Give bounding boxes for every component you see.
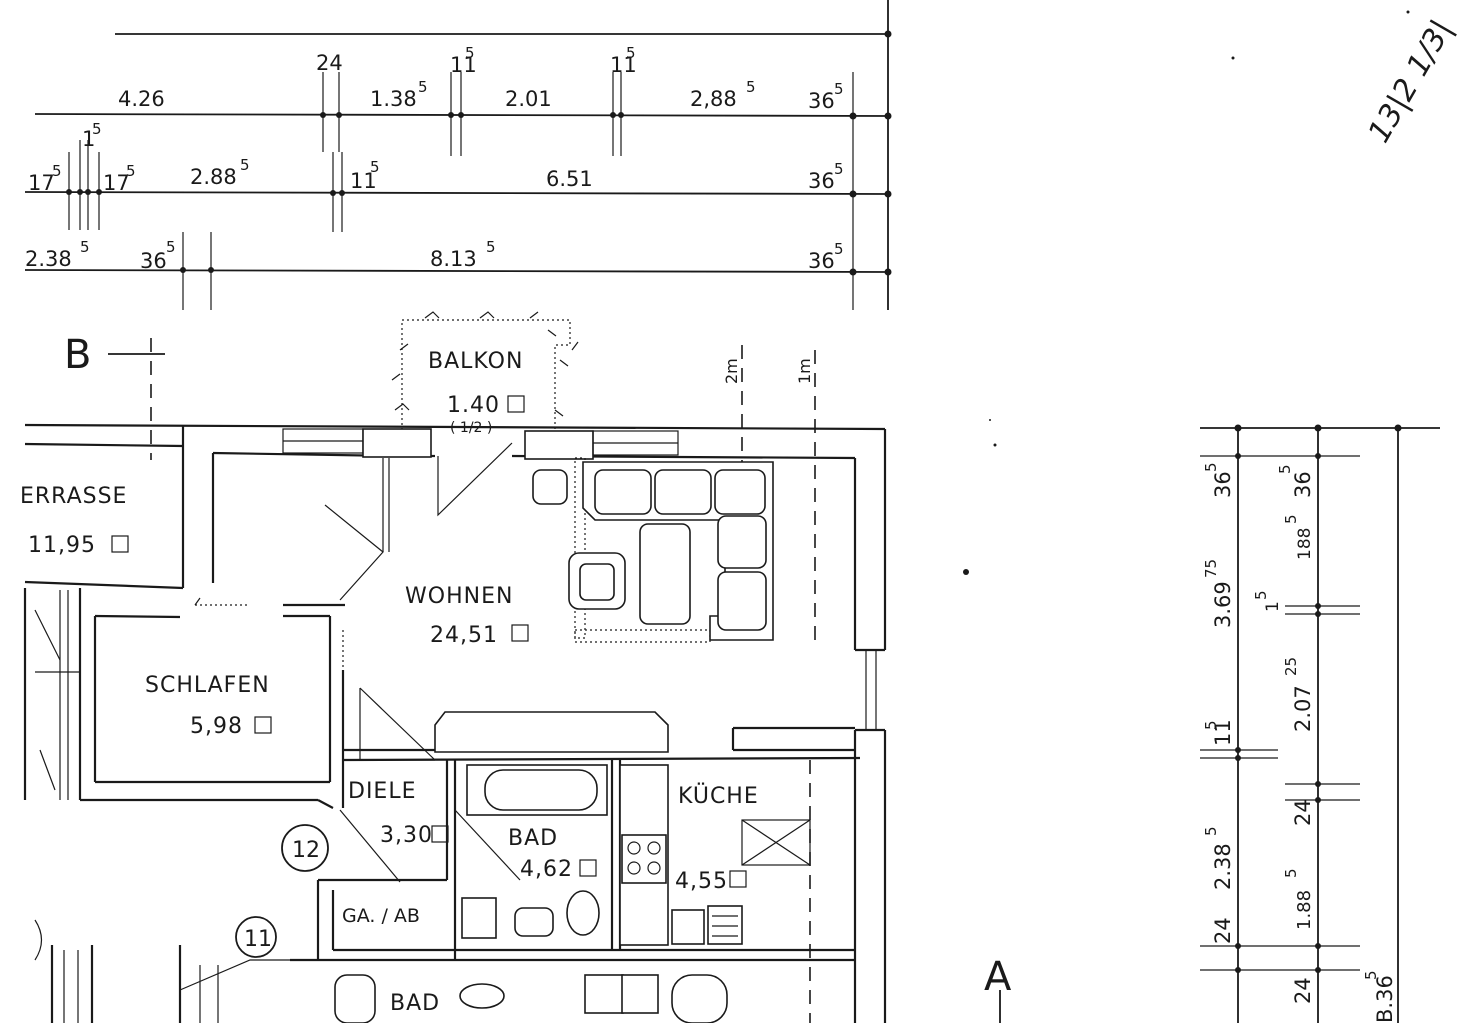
- svg-text:1m: 1m: [795, 358, 814, 384]
- svg-text:B.36: B.36: [1373, 975, 1397, 1023]
- ga-ab-label: GA. / AB: [342, 905, 420, 927]
- svg-text:5: 5: [1252, 590, 1270, 600]
- svg-text:75: 75: [1202, 559, 1220, 578]
- dim-11b: 11: [610, 53, 637, 77]
- svg-text:5: 5: [834, 80, 844, 98]
- dim-2-38: 2.38: [25, 247, 72, 271]
- handwritten-note: 13|2 1/3|: [1362, 14, 1460, 149]
- svg-text:A: A: [984, 954, 1012, 1000]
- dim-2-01: 2.01: [505, 87, 552, 111]
- kitchen-fixtures: [584, 760, 811, 1023]
- svg-text:5: 5: [1276, 464, 1294, 474]
- section-marker-b: B: [64, 332, 165, 460]
- svg-text:5: 5: [418, 78, 428, 96]
- bad-lower-label: BAD: [390, 991, 440, 1016]
- dim-6-51: 6.51: [546, 167, 593, 191]
- svg-text:1: 1: [1263, 601, 1283, 612]
- svg-text:5: 5: [834, 240, 844, 258]
- dim-17-b: 17: [103, 171, 130, 195]
- dim-17-a: 17: [28, 171, 55, 195]
- living-furniture: [532, 457, 774, 643]
- svg-text:2m: 2m: [722, 358, 741, 384]
- svg-text:24: 24: [1291, 799, 1315, 826]
- svg-text:5: 5: [80, 238, 90, 256]
- dim-1: 1: [82, 127, 95, 151]
- schlafen-label: SCHLAFEN: [145, 673, 270, 698]
- balcony-area: 1.40: [447, 393, 500, 418]
- svg-text:12: 12: [292, 838, 320, 863]
- dimension-chains-right: 36 5 3.69 75 11 5 2.38 5 24 36 5 188 5 1…: [1200, 424, 1440, 1023]
- section-marker-a: A: [984, 954, 1012, 1023]
- svg-text:5: 5: [626, 44, 636, 62]
- bath-fixtures: [334, 711, 669, 1023]
- svg-text:5: 5: [1202, 462, 1220, 472]
- svg-text:5: 5: [746, 78, 756, 96]
- diele-label: DIELE: [348, 779, 417, 804]
- dim-2-88: 2,88: [690, 87, 737, 111]
- svg-text:3.69: 3.69: [1211, 581, 1235, 628]
- svg-text:5: 5: [166, 238, 176, 256]
- svg-text:B: B: [64, 332, 91, 378]
- svg-text:25: 25: [1282, 657, 1300, 676]
- svg-text:2.07: 2.07: [1291, 685, 1315, 732]
- svg-text:11: 11: [1211, 719, 1235, 746]
- svg-text:5: 5: [1362, 970, 1380, 980]
- dim-1-38: 1.38: [370, 87, 417, 111]
- dim-4-26: 4.26: [118, 87, 165, 111]
- kueche-area: 4,55: [675, 869, 728, 894]
- svg-text:5: 5: [465, 44, 475, 62]
- walls: [23, 423, 887, 1023]
- bad-area: 4,62: [520, 857, 573, 882]
- dim-2-88-b: 2.88: [190, 165, 237, 189]
- doors: [179, 442, 521, 991]
- svg-text:1.88: 1.88: [1294, 890, 1315, 930]
- unit-number-12: 12: [281, 824, 329, 872]
- svg-text:5: 5: [52, 162, 62, 180]
- dim-36: 36: [808, 89, 835, 113]
- svg-text:188: 188: [1295, 528, 1315, 560]
- svg-text:5: 5: [486, 238, 496, 256]
- dim-36-b: 36: [808, 169, 835, 193]
- svg-text:5: 5: [1282, 514, 1300, 524]
- svg-text:24: 24: [1211, 917, 1235, 944]
- svg-text:36: 36: [1211, 471, 1235, 498]
- svg-text:5: 5: [1282, 868, 1300, 878]
- dim-36-d: 36: [808, 249, 835, 273]
- dim-24: 24: [316, 51, 343, 75]
- wohnen-label: WOHNEN: [405, 584, 513, 609]
- svg-text:11: 11: [244, 927, 272, 952]
- svg-text:5: 5: [1202, 826, 1220, 836]
- terrasse-label: ERRASSE: [20, 484, 127, 509]
- svg-text:13|2 1/3|: 13|2 1/3|: [1362, 14, 1460, 149]
- svg-text:5: 5: [240, 156, 250, 174]
- dimension-chains-top: 4.26 24 1.38 5 11 5 2.01 11 5 2,88 5 36 …: [24, 0, 892, 310]
- dim-11: 11: [450, 53, 477, 77]
- kueche-label: KÜCHE: [678, 783, 759, 809]
- room-labels: ERRASSE 11,95 WOHNEN 24,51 SCHLAFEN 5,98…: [20, 484, 759, 1016]
- balcony-label: BALKON: [428, 349, 523, 374]
- dim-8-13: 8.13: [430, 247, 477, 271]
- diele-area: 3,30: [380, 823, 433, 848]
- balcony: BALKON 1.40 ( 1/2 ): [391, 311, 579, 436]
- svg-text:5: 5: [126, 162, 136, 180]
- bad-label: BAD: [508, 826, 558, 851]
- wohnen-area: 24,51: [430, 623, 498, 648]
- dim-36-c: 36: [140, 249, 167, 273]
- svg-text:5: 5: [92, 120, 102, 138]
- svg-text:5: 5: [834, 160, 844, 178]
- schlafen-area: 5,98: [190, 714, 243, 739]
- lower-left-fragments: [34, 919, 219, 1023]
- svg-text:5: 5: [370, 158, 380, 176]
- svg-text:24: 24: [1291, 977, 1315, 1004]
- dim-11-c: 11: [350, 169, 377, 193]
- svg-text:2.38: 2.38: [1211, 843, 1235, 890]
- unit-number-11: 11: [235, 916, 277, 958]
- terrasse-area: 11,95: [28, 533, 96, 558]
- svg-text:36: 36: [1291, 471, 1315, 498]
- stray-marks: [963, 10, 1410, 575]
- svg-text:5: 5: [1202, 720, 1220, 730]
